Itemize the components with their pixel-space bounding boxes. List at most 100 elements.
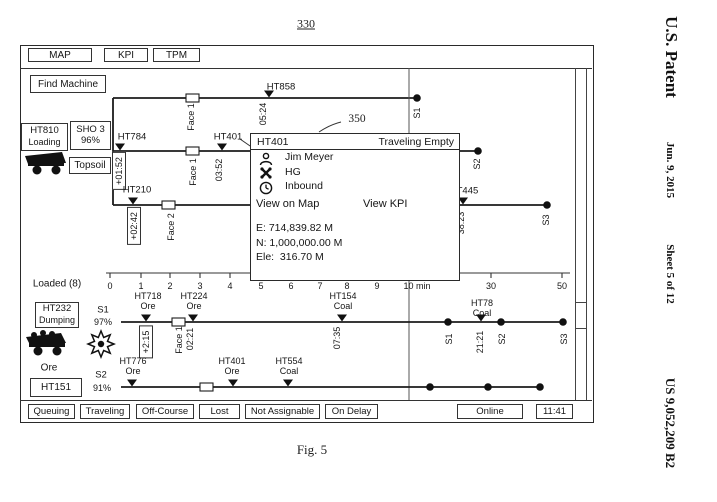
popup-ref-number: 350 [348,113,365,125]
axis-tick-3: 3 [197,281,202,291]
status-button-lost[interactable]: Lost [199,404,240,419]
time-label-2121: 21:21 [475,331,485,354]
marker-label-ht224: HT224Ore [180,291,207,311]
face1-label-rowb: Face 1 [188,158,198,186]
axis-tick-0: 0 [107,281,112,291]
view-on-map-link[interactable]: View on Map [256,198,319,210]
machine-label-ht401: HT401 [214,132,243,143]
loaded-count-label: Loaded (8) [33,279,81,290]
popup-crew: HG [285,166,301,178]
ht78-id: HT78 [471,298,493,308]
popup-easting: E: 714,839.82 M [256,222,333,234]
ht78-material: Coal [471,308,493,318]
ht554-material: Coal [275,366,302,376]
time-label-0735: 07:35 [332,327,342,350]
lost-label: Lost [211,406,229,417]
ht224-material: Ore [180,301,207,311]
scrollbar-thumb[interactable] [575,302,587,329]
ht401b-material: Ore [218,366,245,376]
popup-operator: Jim Meyer [285,151,333,163]
crossed-tools-icon [259,166,273,180]
clock-time-label: 11:41 [543,406,566,417]
online-label: Online [476,406,503,417]
axis-tick-9: 9 [374,281,379,291]
popup-direction: Inbound [285,180,323,192]
station-s1-label: S1 [97,305,109,316]
stop-label-s1-rowa: S1 [412,107,422,118]
face1-label-rows1: Face 1 [174,326,184,354]
marker-label-ht776: HT776Ore [119,356,146,376]
loaded-haul-truck-icon [26,330,66,356]
scrollbar-track [575,68,587,400]
material-ore-label: Ore [41,363,58,374]
marker-label-ht718: HT718Ore [134,291,161,311]
figure-ref-number: 330 [297,17,315,32]
status-button-off-course[interactable]: Off-Course [136,404,194,419]
stop-label-s1-rows1: S1 [444,333,454,344]
not-assignable-label: Not Assignable [251,406,314,417]
popup-elevation: Ele: 316.70 M [256,251,324,263]
popup-status: Traveling Empty [379,136,454,148]
clock-icon [259,181,273,195]
ht401b-id: HT401 [218,356,245,366]
view-kpi-link[interactable]: View KPI [363,198,407,210]
ht154-material: Coal [329,301,356,311]
axis-tick-5: 5 [258,281,263,291]
machine-label-ht858: HT858 [267,82,296,93]
axis-tick-30: 30 [486,281,496,291]
marker-label-ht401b: HT401Ore [218,356,245,376]
status-button-not-assignable[interactable]: Not Assignable [245,404,320,419]
popup-title: HT401 [257,136,289,148]
ht776-id: HT776 [119,356,146,366]
station-s2-label: S2 [95,370,107,381]
face1-label-rowa: Face 1 [186,103,196,131]
stop-label-s3-rowc: S3 [541,214,551,225]
axis-tick-50: 50 [557,281,567,291]
machine-label-ht210: HT210 [123,185,152,196]
machine-details-popup: HT401 Traveling Empty Jim Meyer HG Inbou… [250,133,460,281]
on-delay-label: On Delay [332,406,372,417]
stop-label-s2-rowb: S2 [472,158,482,169]
axis-tick-4: 4 [227,281,232,291]
status-button-queuing[interactable]: Queuing [28,404,75,419]
station-s1-pct: 97% [94,317,112,327]
time-label-0221: 02:21 [185,328,195,351]
ht554-id: HT554 [275,356,302,366]
popup-header: HT401 Traveling Empty [251,134,459,150]
off-course-label: Off-Course [142,406,188,417]
stop-label-s3-rows1: S3 [559,333,569,344]
delta-label-215: +2:15 [139,326,153,359]
ht776-material: Ore [119,366,146,376]
ht718-id: HT718 [134,291,161,301]
axis-tick-8: 8 [344,281,349,291]
axis-tick-6: 6 [288,281,293,291]
queuing-label: Queuing [34,406,70,417]
station-s2-pct: 91% [93,383,111,393]
traveling-label: Traveling [86,406,125,417]
time-label-0524: 05:24 [258,103,268,126]
shovel-gear-icon[interactable] [88,331,114,357]
figure-caption: Fig. 5 [297,442,327,458]
axis-tick-10min: 10 min [403,281,430,291]
ht154-id: HT154 [329,291,356,301]
popup-northing: N: 1,000,000.00 M [256,237,342,249]
clock-display: 11:41 [536,404,573,419]
marker-label-ht554: HT554Coal [275,356,302,376]
status-button-on-delay[interactable]: On Delay [325,404,378,419]
time-label-0352: 03:52 [214,159,224,182]
stop-label-s2-rows1: S2 [497,333,507,344]
ht718-material: Ore [134,301,161,311]
machine-label-ht784: HT784 [118,132,147,143]
face2-label-rowc: Face 2 [166,213,176,241]
delta-label-0242: +02:42 [127,207,141,245]
operator-icon [259,152,273,166]
ref-350-leader-line [319,122,341,132]
online-indicator[interactable]: Online [457,404,523,419]
marker-label-ht154: HT154Coal [329,291,356,311]
haul-truck-icon [25,152,66,175]
axis-tick-2: 2 [167,281,172,291]
ht224-id: HT224 [180,291,207,301]
status-button-traveling[interactable]: Traveling [80,404,130,419]
marker-label-ht78: HT78Coal [471,298,493,318]
